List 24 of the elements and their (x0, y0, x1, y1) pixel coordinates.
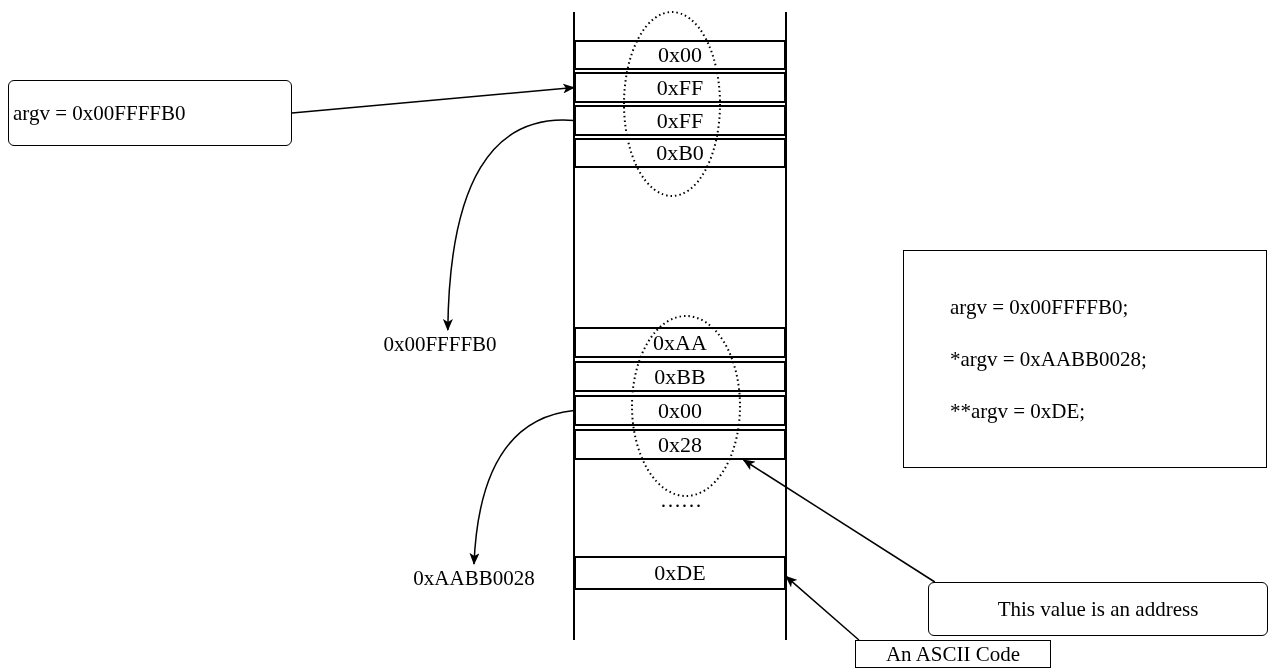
code-box (903, 250, 1267, 468)
memory-cell: 0x00 (574, 395, 786, 426)
arrow (469, 409, 575, 565)
arrow (443, 119, 575, 331)
callout-box: An ASCII Code (855, 640, 1051, 668)
code-line: **argv = 0xDE; (950, 399, 1086, 422)
code-line: *argv = 0xAABB0028; (950, 347, 1147, 370)
arrow (785, 575, 860, 641)
variable-box: argv = 0x00FFFFB0 (8, 80, 292, 146)
address-text: 0xAABB0028 (413, 566, 535, 589)
memory-cell: 0x28 (574, 429, 786, 460)
memory-cell: 0x00 (574, 40, 786, 70)
callout-box: This value is an address (928, 582, 1268, 636)
address-text: 0x00FFFFB0 (383, 332, 497, 355)
memory-cell: 0xDE (574, 556, 786, 590)
memory-cell: 0xB0 (574, 138, 786, 168)
memory-cell: 0xFF (574, 105, 786, 136)
memory-cell: 0xBB (574, 361, 786, 392)
code-line: argv = 0x00FFFFB0; (950, 295, 1129, 318)
arrow (291, 83, 575, 114)
memory-cell: 0xFF (574, 72, 786, 103)
memory-cell: 0xAA (574, 327, 786, 358)
arrow (742, 459, 936, 583)
ellipsis-text: …… (660, 488, 702, 513)
